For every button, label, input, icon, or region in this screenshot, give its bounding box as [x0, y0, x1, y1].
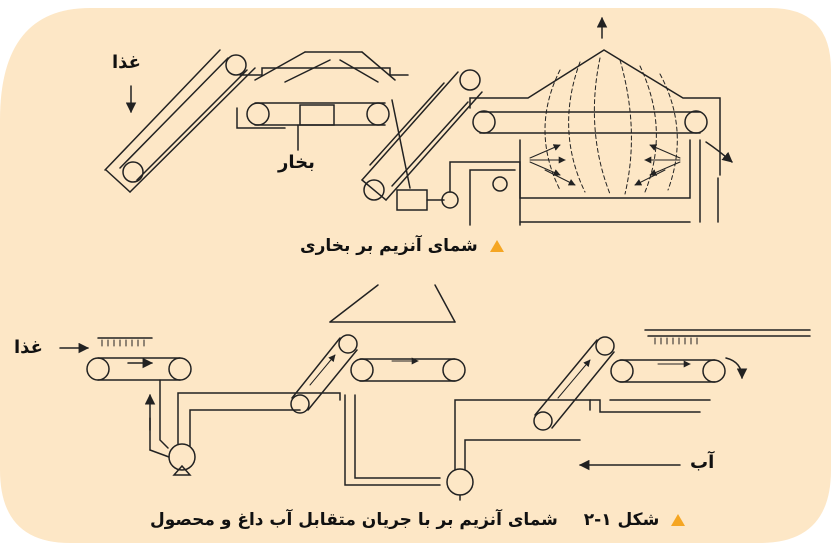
hood-and-main-belt — [469, 16, 733, 223]
tank-right — [589, 399, 711, 413]
bottom-caption: شکل ۱-۲ شمای آنزیم بر با جریان متقابل آب… — [150, 510, 686, 530]
pump-2 — [446, 468, 474, 501]
steam-nozzle-arrows — [529, 144, 681, 186]
caption-marker-icon — [671, 514, 686, 526]
bottom-caption-text: شمای آنزیم بر با جریان متقابل آب داغ و م… — [150, 510, 558, 530]
hood-bottom — [329, 284, 456, 323]
bottom-caption-number: شکل ۱-۲ — [583, 510, 660, 530]
inclined-belt-1 — [290, 334, 358, 414]
belt-2 — [350, 357, 466, 382]
belt-3 — [610, 329, 811, 383]
piping-middle — [344, 394, 591, 486]
belt-1 — [86, 337, 192, 381]
top-caption-text: شمای آنزیم بر بخاری — [300, 236, 478, 256]
steam-flow-lines — [544, 57, 678, 195]
food-label-top: غذا — [112, 52, 141, 73]
food-label-bottom: غذا — [14, 337, 43, 358]
top-caption: شمای آنزیم بر بخاری — [300, 236, 504, 256]
inclined-conveyor-1 — [104, 49, 256, 193]
inclined-conveyor-2 — [361, 69, 483, 201]
water-label: آب — [690, 452, 715, 473]
steam-label: بخار — [278, 152, 315, 173]
caption-marker-icon — [489, 240, 504, 252]
pump-1 — [144, 379, 341, 476]
inclined-belt-2 — [533, 336, 615, 431]
steam-tunnel — [236, 51, 409, 151]
